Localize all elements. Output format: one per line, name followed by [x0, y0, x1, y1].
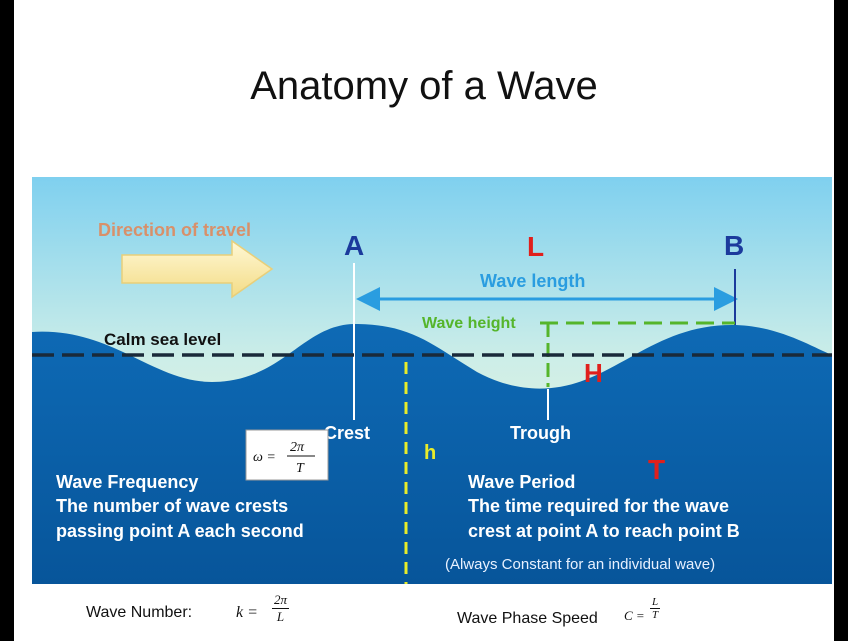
frequency-formula-den: T	[296, 461, 305, 476]
wavelength-symbol: L	[527, 231, 544, 262]
period-title: Wave Period	[468, 472, 575, 492]
frequency-formula-box	[245, 429, 329, 481]
frequency-formula-lhs: ω =	[253, 450, 276, 465]
period-line2: crest at point A to reach point B	[468, 521, 740, 541]
phase-speed-label: Wave Phase Speed	[457, 610, 598, 627]
wave-number-lhs: k =	[236, 604, 258, 621]
direction-label: Direction of travel	[98, 220, 251, 240]
period-line1: The time required for the wave	[468, 496, 729, 516]
page-title: Anatomy of a Wave	[250, 64, 598, 108]
wave-height-label: Wave height	[422, 315, 516, 332]
wave-number-fraction: 2π L	[272, 592, 290, 625]
wave-number-denominator: L	[276, 609, 285, 624]
height-symbol: H	[584, 358, 603, 388]
frequency-title: Wave Frequency	[56, 472, 198, 492]
frequency-line2: passing point A each second	[56, 521, 304, 541]
wave-diagram: Direction of travel A B L Wave length Wa…	[32, 177, 832, 584]
wavelength-label: Wave length	[480, 271, 585, 291]
sea-body	[32, 324, 832, 584]
trough-label: Trough	[510, 423, 571, 443]
depth-symbol: h	[424, 442, 436, 464]
phase-speed-lhs: C =	[624, 608, 645, 623]
wave-number-numerator: 2π	[272, 592, 290, 609]
phase-speed-fraction: L T	[650, 596, 661, 621]
wave-number-label: Wave Number:	[86, 604, 193, 621]
period-note: (Always Constant for an individual wave)	[445, 556, 715, 573]
direction-arrow-icon	[121, 239, 274, 299]
crest-label: Crest	[324, 423, 370, 443]
phase-speed-denominator: T	[652, 609, 659, 621]
formula-bar: Wave Number: k = 2π L Wave Phase Speed C…	[0, 590, 848, 641]
frequency-formula-num: 2π	[290, 440, 305, 455]
period-symbol: T	[648, 454, 665, 485]
point-b-label: B	[724, 230, 744, 261]
point-a-label: A	[344, 230, 364, 261]
frequency-line1: The number of wave crests	[56, 496, 288, 516]
phase-speed-numerator: L	[650, 596, 661, 609]
calm-sea-level-label: Calm sea level	[104, 330, 221, 349]
